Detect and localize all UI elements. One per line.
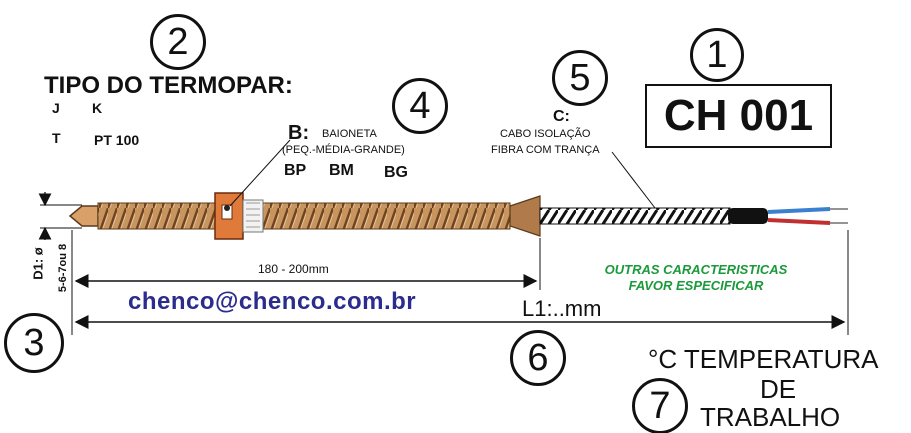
marker-4: 4 [392, 78, 448, 134]
marker-1: 1 [690, 28, 744, 82]
thermocouple-type-pt100: PT 100 [94, 132, 140, 148]
marker-5: 5 [552, 50, 608, 106]
thermocouple-type-j: J [52, 100, 60, 116]
thermocouple-type-t: T [52, 130, 61, 146]
braided-cable [539, 207, 731, 225]
product-code: CH 001 [645, 84, 832, 148]
spring-length-label: 180 - 200mm [258, 262, 329, 276]
bayonet-prefix: B: [288, 122, 310, 144]
cable-prefix: C: [553, 108, 570, 125]
marker-3: 3 [4, 313, 64, 373]
total-length-label: L1:..mm [522, 296, 602, 321]
other-features-line1: OUTRAS CARACTERISTICAS [604, 262, 788, 277]
bayonet-option-bm: BM [329, 162, 354, 179]
diameter-label: D1: ø [30, 247, 46, 280]
cable-line1: CABO ISOLAÇÃO [500, 128, 591, 140]
temperature-line3: TRABALHO [700, 402, 841, 432]
bayonet-option-bg: BG [384, 164, 408, 181]
temperature-line2: DE [760, 374, 797, 404]
cable-line2: FIBRA COM TRANÇA [491, 144, 600, 156]
marker-7: 7 [632, 378, 688, 433]
thermocouple-title: TIPO DO TERMOPAR: [44, 72, 293, 99]
bayonet-sizes-note: (PEQ.-MÉDIA-GRANDE) [282, 144, 405, 156]
wire-blue [767, 207, 831, 214]
contact-email[interactable]: chenco@chenco.com.br [128, 288, 417, 315]
probe-spring [97, 202, 511, 230]
probe-tip [68, 205, 99, 227]
cable-sleeve [728, 208, 768, 224]
marker-2: 2 [150, 14, 206, 70]
bayonet-name: BAIONETA [322, 128, 377, 140]
diameter-options: 5-6-7ou 8 [57, 243, 69, 293]
marker-6: 6 [510, 330, 566, 386]
bayonet-fitting [214, 192, 264, 240]
other-features-line2: FAVOR ESPECIFICAR [628, 278, 764, 293]
probe-cone [509, 195, 541, 237]
wire-red [767, 218, 831, 225]
thermocouple-type-k: K [92, 100, 103, 116]
bayonet-option-bp: BP [284, 162, 307, 179]
temperature-line1: °C TEMPERATURA [648, 344, 879, 374]
